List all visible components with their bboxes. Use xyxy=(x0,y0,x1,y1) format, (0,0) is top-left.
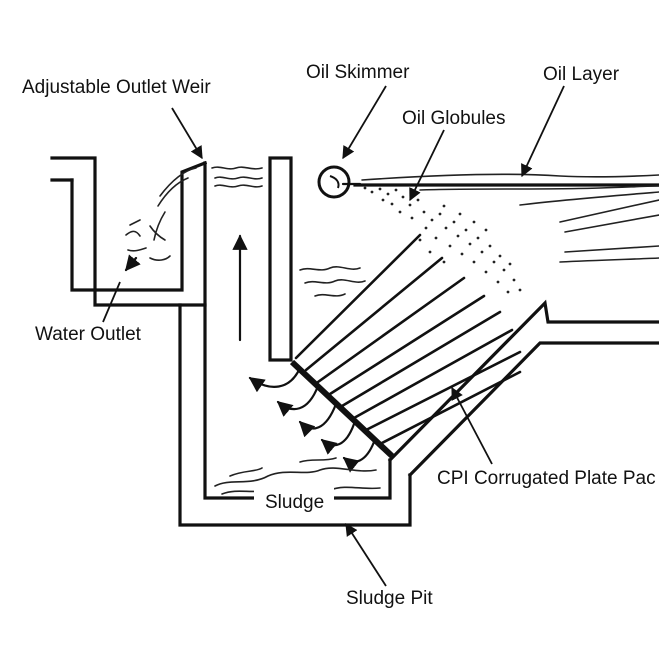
water-surface-squiggles xyxy=(211,166,366,297)
sludge-pit-leader xyxy=(345,522,387,587)
globules-leader xyxy=(409,129,445,202)
sludge-squiggles xyxy=(214,457,381,495)
plate-pack-bottom-bar xyxy=(289,359,395,459)
label-sludge-pit: Sludge Pit xyxy=(346,588,433,609)
oil-skimmer xyxy=(317,165,362,199)
skimmer-leader xyxy=(342,85,387,160)
plate-pack-leader xyxy=(451,386,493,465)
flow-arrow-3 xyxy=(298,402,338,438)
label-oil-layer: Oil Layer xyxy=(543,64,620,85)
flow-arrows xyxy=(232,234,376,473)
outlet-channel-outer-wall xyxy=(50,156,207,307)
outlet-channel-box xyxy=(70,160,208,292)
leader-lines xyxy=(102,85,565,587)
water-outlet-leader xyxy=(102,281,121,323)
flow-arrow-1 xyxy=(248,366,302,393)
label-water-outlet: Water Outlet xyxy=(35,324,142,345)
weir-outflow-squiggles xyxy=(124,167,197,272)
tank-outer-bottom xyxy=(178,303,412,527)
label-cpi-plate-pack: CPI Corrugated Plate Pac xyxy=(437,468,656,489)
oil-layer-lines xyxy=(361,173,659,263)
oil-globules xyxy=(363,186,522,294)
label-oil-skimmer: Oil Skimmer xyxy=(306,62,410,83)
label-oil-globules: Oil Globules xyxy=(402,108,506,129)
flow-arrow-4 xyxy=(320,422,356,455)
weir-wall xyxy=(203,161,392,500)
sludge-label-bg xyxy=(254,487,334,513)
tank-sloped-wall xyxy=(407,341,659,478)
label-sludge: Sludge xyxy=(265,492,324,513)
vessel-walls xyxy=(50,156,659,527)
cpi-plate-pack xyxy=(289,233,522,459)
flow-arrow-2 xyxy=(276,384,320,417)
label-adjustable-outlet-weir: Adjustable Outlet Weir xyxy=(22,77,211,98)
oil-layer-leader xyxy=(521,85,565,178)
weir-leader xyxy=(171,107,203,160)
inlet-baffle xyxy=(268,156,293,362)
flow-arrow-5 xyxy=(342,440,376,473)
tank-upper-step xyxy=(387,299,659,463)
